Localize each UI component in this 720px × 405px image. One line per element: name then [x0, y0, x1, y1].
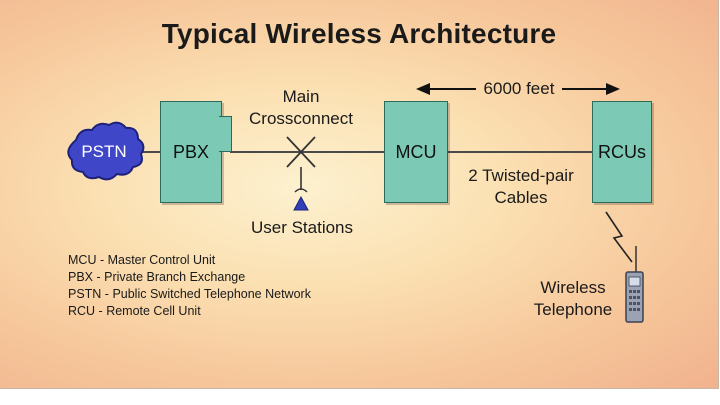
user-station-coil-icon	[294, 188, 308, 193]
user-stations-label: User Stations	[250, 218, 354, 237]
diagram-title: Typical Wireless Architecture	[161, 18, 557, 49]
legend-item-rcu: RCU - Remote Cell Unit	[68, 304, 201, 318]
main-crossconnect-label: Main Crossconnect	[249, 87, 353, 128]
rcus-label: RCUs	[598, 141, 646, 162]
legend-item-pstn: PSTN - Public Switched Telephone Network	[68, 287, 311, 301]
crossconnect-x-b	[286, 136, 316, 168]
wireless-signal-icon	[605, 211, 633, 263]
legend-item-mcu: MCU - Master Control Unit	[68, 253, 216, 267]
diagram-canvas: Typical Wireless Architecture	[0, 0, 719, 389]
handset-keypad	[629, 290, 640, 311]
rcus-box: RCUs	[592, 101, 652, 203]
distance-arrow-left-icon	[416, 83, 430, 95]
pbx-label: PBX	[172, 141, 210, 162]
pstn-cloud-icon	[67, 121, 145, 181]
cables-label: 2 Twisted-pair Cables	[468, 166, 574, 207]
mcu-label: MCU	[395, 141, 437, 162]
legend-item-pbx: PBX - Private Branch Exchange	[68, 270, 246, 284]
user-station-icon	[293, 195, 309, 211]
pbx-notch	[219, 116, 232, 152]
mcu-box: MCU	[384, 101, 448, 203]
handset-screen	[628, 276, 641, 287]
legend: MCU - Master Control Unit PBX - Private …	[68, 252, 398, 320]
wireless-telephone-label: Wireless Telephone	[533, 278, 613, 319]
connector-layer	[67, 83, 644, 323]
pbx-box: PBX	[160, 101, 222, 203]
distance-label: 6000 feet	[483, 79, 555, 98]
pstn-label: PSTN	[81, 142, 127, 161]
distance-arrow-right-icon	[606, 83, 620, 95]
